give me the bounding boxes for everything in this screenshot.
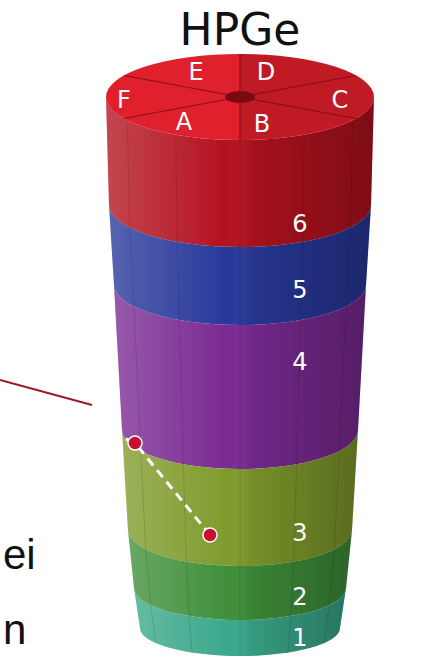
facet-edge [346,228,350,307]
facet-edge [350,120,353,227]
top-face-shade [240,54,374,140]
facet-edge [288,616,291,652]
layer-shading [114,285,366,469]
segment-letter: B [254,112,270,136]
segment-letter: D [257,60,275,84]
facet-edge [334,451,339,549]
facet-edge [176,135,177,242]
facet-edge [183,464,186,561]
segment-letter: C [332,88,349,112]
facet-edge [240,325,241,469]
detector-layer [128,530,352,620]
facet-edge [130,228,134,307]
facet-edge [324,605,329,643]
layer-number: 5 [292,278,307,302]
layer-shading [122,430,358,566]
facet-edge [134,307,141,451]
facet-edge [186,562,189,616]
facet-edge [177,242,179,320]
interaction-point [128,436,142,450]
layer-number: 4 [292,350,307,374]
facet-edge [127,120,130,227]
layer-shading [109,205,371,325]
facet-edge [240,247,241,325]
segment-divider [239,97,240,140]
interaction-point [203,528,217,542]
title: HPGe [180,8,301,52]
top-face [106,54,374,140]
detector-layer [134,588,346,656]
layer-shading [134,588,346,656]
facet-edge [240,469,241,566]
segment-divider [124,76,240,98]
facet-edge [294,464,297,561]
facet-edge [339,307,346,451]
layer-number: 3 [292,521,307,545]
layer-number: 1 [292,626,307,650]
facet-edge [240,620,241,656]
facet-edge [297,320,301,464]
segment-letter: E [188,60,203,84]
facet-edge [240,140,241,247]
segment-letter: A [176,110,192,134]
cut-off-text: n [3,609,26,651]
scatter-path [30,396,210,535]
facet-edge [146,549,151,605]
facet-edge [151,605,156,643]
layer-shading [128,530,352,620]
detector-layer [122,430,358,566]
layer-number: 6 [292,212,307,236]
facet-edge [180,320,184,464]
facet-edge [141,451,146,549]
detector-layer [109,205,371,325]
segment-divider [239,54,240,97]
leader-line [0,380,92,405]
cut-off-text: ei [3,534,36,576]
detector-layer [114,285,366,469]
facet-edge [329,549,334,605]
segment-letter: F [117,88,131,112]
facet-edge [189,616,192,652]
bore-hole [225,91,255,103]
facet-edge [240,566,241,620]
layer-number: 2 [292,585,307,609]
